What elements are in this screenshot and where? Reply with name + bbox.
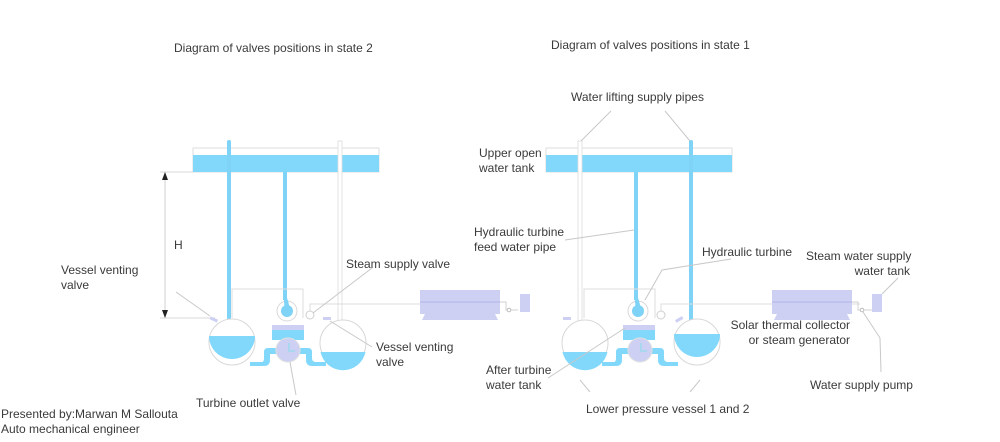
after-turbine-tank (272, 330, 304, 340)
leader-water-supply-pump (862, 311, 882, 373)
right-vessel-venting-valve (323, 317, 331, 320)
credits-presenter: Presented by:Marwan M Sallouta (1, 407, 178, 421)
title-state-1: Diagram of valves positions in state 1 (551, 38, 750, 52)
turbine-frame-outline-r (583, 288, 656, 318)
right-diagram (545, 110, 860, 393)
label-lower-pressure-vessels: Lower pressure vessel 1 and 2 (586, 402, 750, 416)
turbine-frame-outline (231, 288, 304, 318)
after-turbine-tank-lid (272, 325, 304, 330)
steam-supply-valve (305, 310, 315, 320)
leader-vessel-venting-left (175, 291, 211, 317)
label-vessel-venting-valve-left: Vessel venting valve (61, 263, 139, 292)
after-turbine-tank-lid-r (623, 325, 655, 330)
leader-vessel-venting-right (329, 320, 373, 348)
left-vessel-venting-valve (209, 316, 219, 323)
leader-lower-vessel-2 (689, 379, 701, 393)
height-label: H (174, 238, 183, 252)
left-connecting-pipe-r (602, 348, 632, 366)
steam-water-tank-left (520, 294, 530, 312)
turbine-feed-pipe (283, 172, 287, 300)
leader-steam-water-tank (881, 277, 899, 295)
label-steam-water-supply-tank: Steam water supply water tank (806, 249, 912, 278)
hydraulic-turbine-rotor (281, 305, 293, 317)
title-state-2: Diagram of valves positions in state 2 (174, 41, 373, 55)
right-vessel-water (320, 352, 366, 371)
turbine-feed-pipe-r (634, 172, 638, 300)
left-solar-collector-group (420, 290, 530, 320)
right-solar-collector-group (772, 277, 899, 373)
leader-steam-supply (312, 267, 373, 314)
steam-water-tank-right (872, 294, 882, 312)
vessel-2-venting-valve (675, 316, 684, 323)
water-supply-pump-left (506, 307, 512, 313)
upper-water-tank-water (193, 155, 379, 172)
label-after-turbine-water-tank: After turbine water tank (486, 363, 552, 392)
after-turbine-tank-r (623, 330, 655, 340)
water-lifting-pipe-left (227, 141, 231, 347)
label-vessel-venting-valve-right: Vessel venting valve (376, 340, 454, 369)
label-hydraulic-turbine-feed-water-pipe: Hydraulic turbine feed water pipe (474, 225, 565, 254)
height-arrow-up-icon (162, 172, 168, 180)
leader-turbine-outlet (289, 361, 297, 396)
height-arrow-down-icon (162, 310, 168, 318)
vessel-1-venting-valve (563, 317, 571, 320)
leader-lifting-pipe-left (580, 110, 612, 142)
leader-after-turbine-tank (547, 327, 626, 379)
leader-lifting-pipe-right (664, 110, 691, 142)
label-water-lifting-supply-pipes: Water lifting supply pipes (571, 90, 704, 104)
credits-role: Auto mechanical engineer (1, 422, 140, 436)
left-diagram (160, 140, 500, 396)
leader-lower-vessel-1 (579, 379, 591, 393)
hydraulic-turbine-rotor-r (632, 305, 644, 317)
steam-supply-valve-r (656, 310, 666, 320)
label-solar-thermal-collector: Solar thermal collector or steam generat… (730, 318, 850, 347)
right-connecting-pipe-r (648, 348, 678, 366)
left-connecting-pipe (250, 348, 280, 366)
leader-feed-pipe (564, 229, 635, 241)
label-turbine-outlet-valve: Turbine outlet valve (196, 396, 301, 410)
label-water-supply-pump: Water supply pump (810, 378, 913, 392)
water-lifting-pipe-right-r (689, 141, 693, 356)
label-upper-open-water-tank: Upper open water tank (479, 146, 542, 175)
upper-water-tank-water-r (546, 155, 732, 172)
leader-hydraulic-turbine (644, 258, 732, 301)
vessel-1-water (562, 352, 608, 371)
label-hydraulic-turbine: Hydraulic turbine (702, 245, 793, 259)
water-supply-pump-right (859, 307, 865, 313)
label-steam-supply-valve: Steam supply valve (346, 257, 451, 271)
right-connecting-pipe (296, 348, 326, 366)
